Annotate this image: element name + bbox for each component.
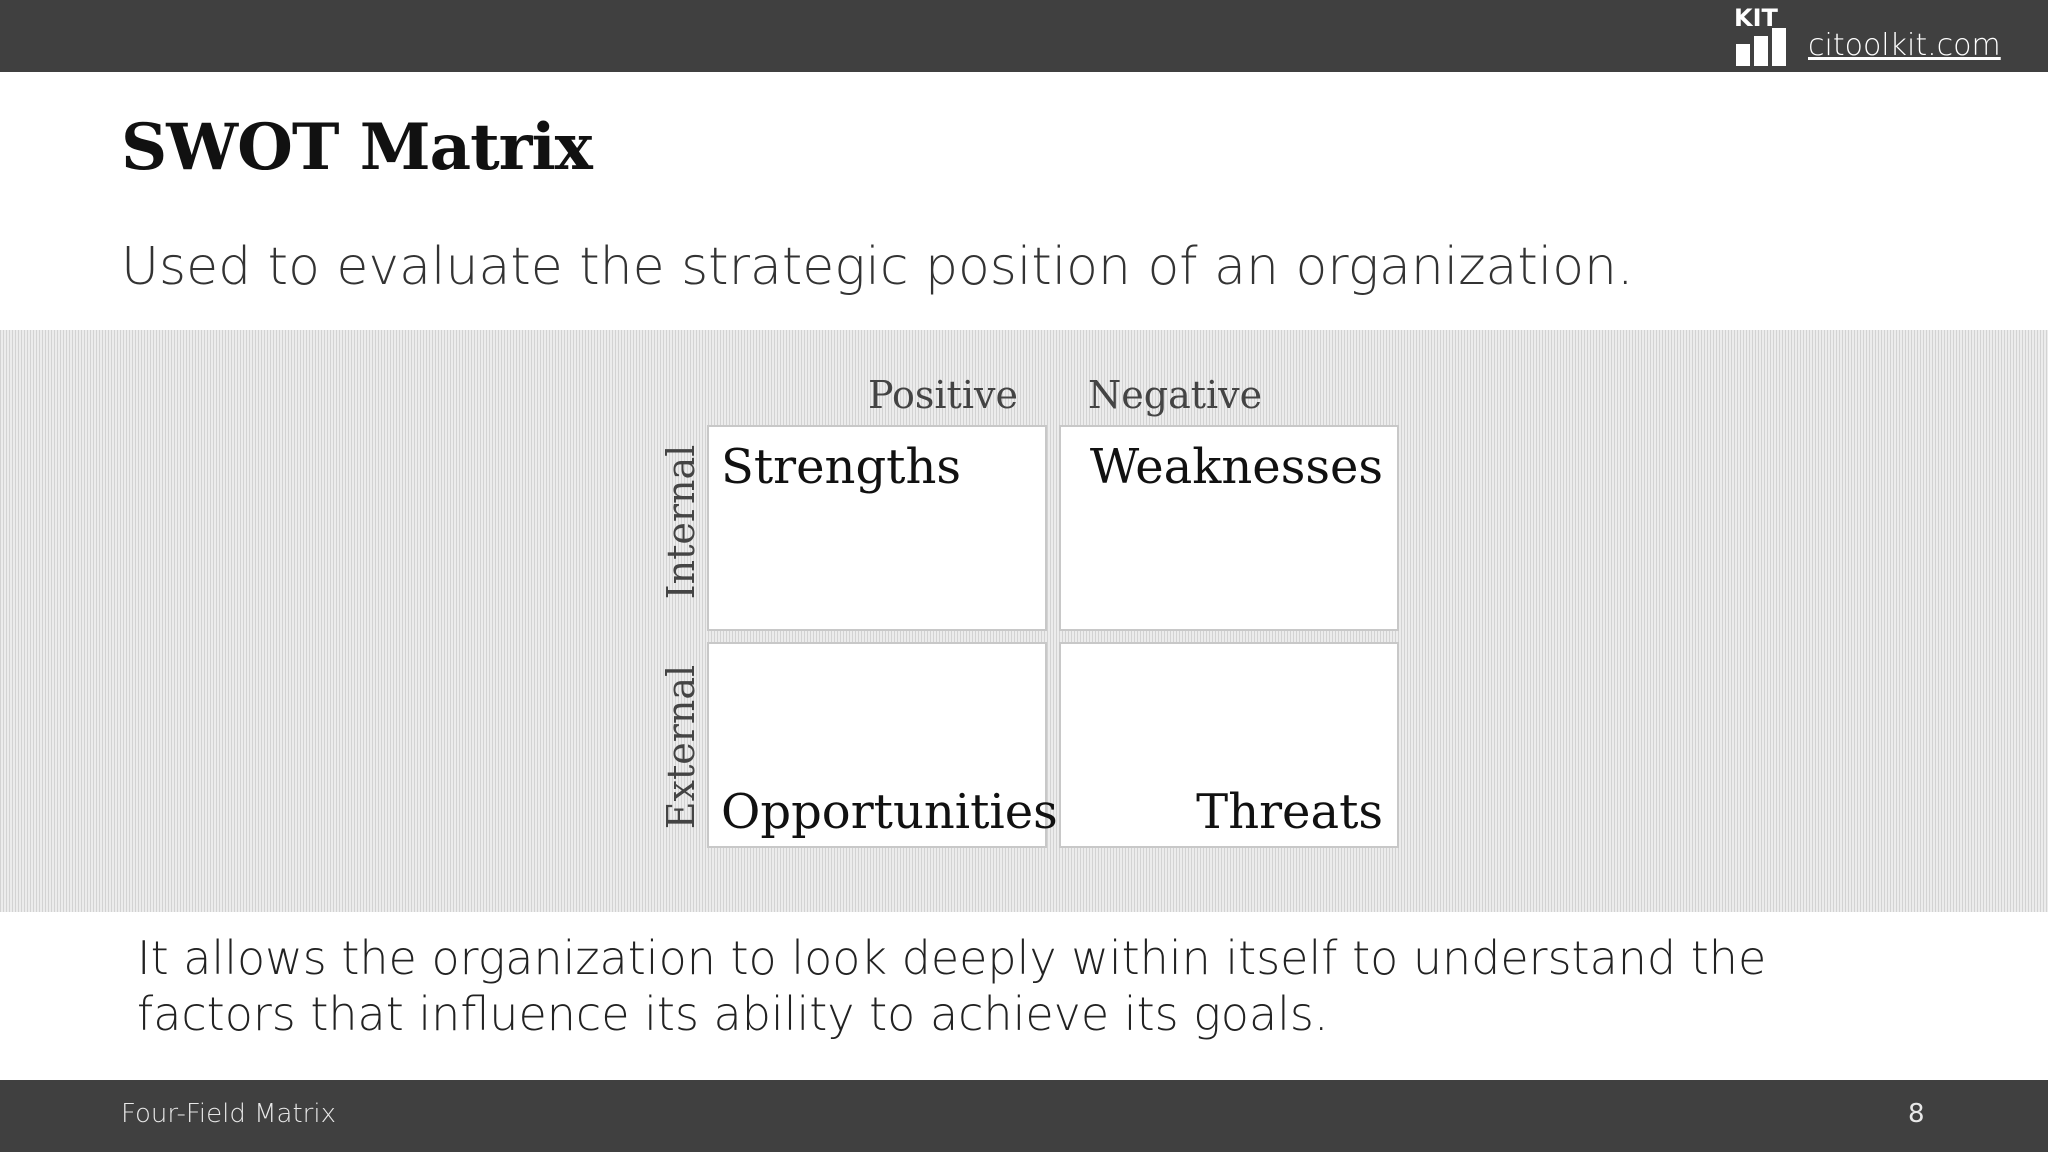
strengths-label: Strengths bbox=[721, 439, 961, 495]
slide-title: SWOT Matrix bbox=[121, 110, 593, 185]
slide-subtitle: Used to evaluate the strategic position … bbox=[121, 237, 1634, 297]
page-number: 8 bbox=[1908, 1099, 1925, 1129]
cell-weaknesses: Weaknesses bbox=[1059, 425, 1399, 631]
top-bar: KIT citoolkit.com bbox=[0, 0, 2048, 72]
kit-logo: KIT bbox=[1734, 6, 1786, 66]
column-label-negative: Negative bbox=[1088, 373, 1263, 417]
bottom-bar bbox=[0, 1080, 2048, 1152]
cell-threats: Threats bbox=[1059, 642, 1399, 848]
cell-opportunities: Opportunities bbox=[707, 642, 1058, 848]
column-label-positive: Positive bbox=[868, 373, 1018, 417]
row-label-external: External bbox=[659, 664, 703, 830]
svg-text:KIT: KIT bbox=[1734, 6, 1779, 32]
footer-section-title: Four-Field Matrix bbox=[121, 1099, 336, 1129]
threats-label: Threats bbox=[1196, 784, 1383, 840]
site-link[interactable]: citoolkit.com bbox=[1808, 28, 2001, 63]
weaknesses-label: Weaknesses bbox=[1089, 439, 1383, 495]
cell-strengths: Strengths bbox=[707, 425, 1047, 631]
row-label-internal: Internal bbox=[659, 444, 703, 600]
slide-description: It allows the organization to look deepl… bbox=[137, 931, 1767, 1041]
opportunities-label: Opportunities bbox=[721, 784, 1058, 840]
